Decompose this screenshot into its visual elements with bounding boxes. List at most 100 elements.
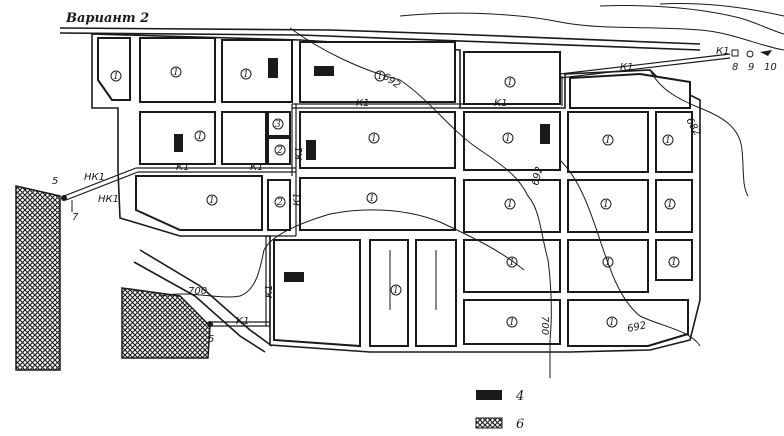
contour-label: 700 — [539, 316, 550, 335]
block — [567, 299, 689, 347]
pipe-label-k1: К1 — [176, 162, 189, 173]
svg-text:1: 1 — [605, 136, 611, 146]
block — [267, 179, 291, 231]
block — [655, 239, 693, 281]
svg-text:1: 1 — [173, 68, 179, 78]
variant-title: Вариант 2 — [65, 11, 149, 26]
svg-text:2: 2 — [276, 146, 283, 156]
svg-text:1: 1 — [509, 258, 515, 268]
pipe-label-k1: К1 — [356, 98, 369, 109]
pipe-label-k1: К1 — [620, 62, 633, 73]
marker-7: 7 — [72, 212, 79, 223]
pipe-label-k1: К1 — [250, 162, 263, 173]
block — [463, 179, 561, 233]
svg-text:1: 1 — [209, 196, 215, 206]
legend: 4 6 — [475, 389, 524, 432]
facility-marker — [174, 134, 183, 152]
block — [299, 177, 456, 231]
block — [463, 299, 561, 345]
facility-marker — [306, 140, 316, 160]
facility-marker — [284, 272, 304, 282]
block — [655, 111, 693, 173]
pipe-label-k1-vertical: К1 — [294, 147, 305, 160]
facility-marker — [540, 124, 550, 144]
block — [567, 179, 649, 233]
marker-10: 10 — [764, 62, 777, 73]
block — [97, 37, 131, 101]
pipe-label-k1: К1 — [494, 98, 507, 109]
block — [267, 137, 291, 165]
block — [369, 239, 409, 347]
svg-text:1: 1 — [505, 134, 511, 144]
marker-9: 9 — [748, 62, 754, 73]
svg-text:1: 1 — [509, 318, 515, 328]
hatched-area-west — [15, 185, 61, 371]
block — [567, 111, 649, 173]
svg-text:1: 1 — [113, 72, 119, 82]
contour-label: 692 — [530, 166, 545, 187]
pipe-label-nk1: НК1 — [98, 194, 119, 205]
pipe-label-nk1: НК1 — [84, 172, 105, 183]
svg-text:1: 1 — [667, 200, 673, 210]
svg-text:1: 1 — [369, 194, 375, 204]
outlet-10 — [760, 50, 772, 56]
legend-symbol-solid — [476, 390, 502, 400]
block — [655, 179, 693, 233]
svg-text:1: 1 — [377, 72, 383, 82]
block — [139, 37, 216, 103]
svg-text:1: 1 — [603, 200, 609, 210]
svg-text:1: 1 — [243, 70, 249, 80]
block — [221, 39, 293, 103]
top-road — [59, 27, 701, 45]
block — [299, 111, 456, 169]
svg-text:1: 1 — [665, 136, 671, 146]
contour-700 — [159, 209, 525, 298]
contour-label: 700 — [188, 286, 207, 297]
facility-marker — [268, 58, 278, 78]
facility-marker — [314, 66, 334, 76]
svg-text:1: 1 — [609, 318, 615, 328]
svg-text:1: 1 — [605, 258, 611, 268]
pipe-label-k1-vertical: К1 — [264, 285, 275, 298]
svg-text:1: 1 — [507, 78, 513, 88]
river-line — [399, 12, 784, 51]
svg-text:2: 2 — [276, 198, 283, 208]
contour-692 — [289, 27, 552, 378]
block — [463, 239, 561, 293]
svg-text:1: 1 — [393, 286, 399, 296]
svg-text:1: 1 — [197, 132, 203, 142]
contour-682 — [649, 69, 749, 197]
legend-label-6: 6 — [516, 417, 524, 432]
block — [463, 51, 561, 105]
block — [135, 175, 263, 231]
svg-text:1: 1 — [507, 200, 513, 210]
contour-692-b — [559, 159, 701, 347]
southwest-road-2 — [133, 261, 266, 353]
svg-text:1: 1 — [671, 258, 677, 268]
block — [273, 239, 361, 348]
node-marker — [61, 195, 67, 201]
pipe-network — [63, 53, 731, 327]
block — [221, 111, 267, 165]
marker-5: 5 — [208, 334, 214, 345]
legend-label-4: 4 — [515, 389, 524, 404]
pipe-label-k1: К1 — [716, 46, 729, 57]
structure-9 — [746, 50, 754, 58]
structure-8 — [731, 49, 739, 57]
node-marker — [207, 321, 213, 327]
pipe-label-k1-vertical: К1 — [292, 193, 303, 206]
svg-text:1: 1 — [371, 134, 377, 144]
svg-text:3: 3 — [275, 120, 281, 130]
river-line-3 — [659, 3, 784, 17]
block — [567, 239, 649, 293]
legend-symbol-hatch — [475, 417, 503, 429]
block — [569, 72, 691, 109]
marker-5: 5 — [52, 176, 58, 187]
block — [267, 111, 291, 137]
marker-8: 8 — [732, 62, 738, 73]
river-line-2 — [599, 5, 784, 35]
block-number-labels: 1 1 1 1 1 1 3 2 1 1 1 1 1 2 1 1 1 1 1 1 … — [110, 66, 680, 328]
southwest-road — [139, 249, 273, 347]
contour-label: 692 — [626, 320, 647, 335]
